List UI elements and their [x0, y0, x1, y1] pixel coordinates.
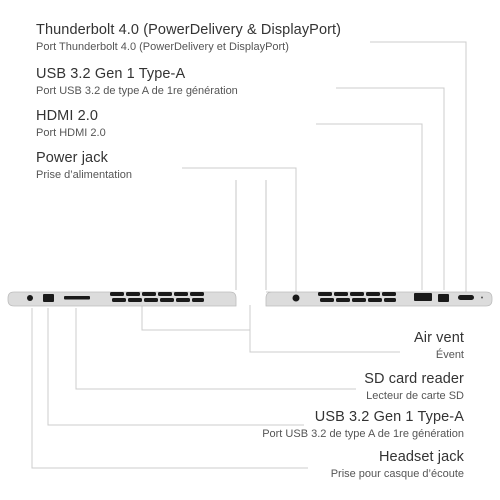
callout-usb-left: USB 3.2 Gen 1 Type-A Port USB 3.2 de typ…	[262, 409, 464, 440]
callout-title: Air vent	[414, 330, 464, 346]
callout-usb-right: USB 3.2 Gen 1 Type-A Port USB 3.2 de typ…	[36, 66, 238, 97]
leader-lines	[31, 41, 467, 469]
callout-title: Headset jack	[378, 449, 464, 465]
leader-headset-jack	[31, 308, 308, 469]
thunderbolt-port	[458, 295, 474, 300]
callout-thunderbolt: Thunderbolt 4.0 (PowerDelivery & Display…	[36, 22, 341, 53]
callout-subtitle: Prise pour casque d’écoute	[330, 468, 464, 480]
status-led	[481, 296, 483, 299]
leader-hdmi	[316, 123, 423, 290]
leader-sd-card	[75, 308, 356, 390]
callout-title: USB 3.2 Gen 1 Type-A	[36, 66, 186, 82]
callout-subtitle: Port USB 3.2 de type A de 1re génération	[36, 85, 238, 97]
callout-sd-card-reader: SD card reader Lecteur de carte SD	[364, 371, 464, 402]
callout-power-jack: Power jack Prise d’alimentation	[36, 150, 132, 181]
callout-subtitle: Prise d’alimentation	[36, 169, 132, 181]
callout-air-vent: Air vent Évent	[414, 330, 464, 361]
callout-subtitle: Lecteur de carte SD	[366, 390, 464, 402]
usb-a-port-left	[43, 294, 54, 302]
leader-power-jack	[182, 167, 297, 292]
callout-subtitle: Évent	[435, 349, 464, 361]
usb-a-port-right	[438, 294, 449, 302]
leader-usb-left	[47, 308, 304, 426]
callout-title: SD card reader	[364, 371, 464, 387]
callout-title: HDMI 2.0	[36, 108, 99, 124]
callout-title: USB 3.2 Gen 1 Type-A	[314, 409, 464, 425]
power-jack-port	[292, 294, 300, 302]
hinge-lines	[235, 180, 267, 290]
callout-hdmi: HDMI 2.0 Port HDMI 2.0	[36, 108, 106, 139]
leader-thunderbolt	[370, 41, 467, 292]
leader-usb-right	[336, 87, 445, 290]
hdmi-port	[414, 293, 432, 301]
sd-card-slot	[64, 296, 90, 300]
callout-title: Thunderbolt 4.0 (PowerDelivery & Display…	[36, 22, 342, 38]
leader-vent-left	[141, 305, 250, 331]
callout-headset-jack: Headset jack Prise pour casque d’écoute	[331, 449, 464, 480]
callout-subtitle: Port USB 3.2 de type A de 1re génération	[262, 428, 464, 440]
callout-subtitle: Port HDMI 2.0	[36, 127, 106, 139]
callout-title: Power jack	[36, 150, 108, 166]
air-vent-right	[318, 292, 396, 302]
air-vent-left	[110, 292, 204, 302]
callout-subtitle: Port Thunderbolt 4.0 (PowerDelivery et D…	[36, 41, 289, 53]
leader-vent-right	[249, 305, 400, 353]
headset-jack-port	[27, 295, 33, 301]
